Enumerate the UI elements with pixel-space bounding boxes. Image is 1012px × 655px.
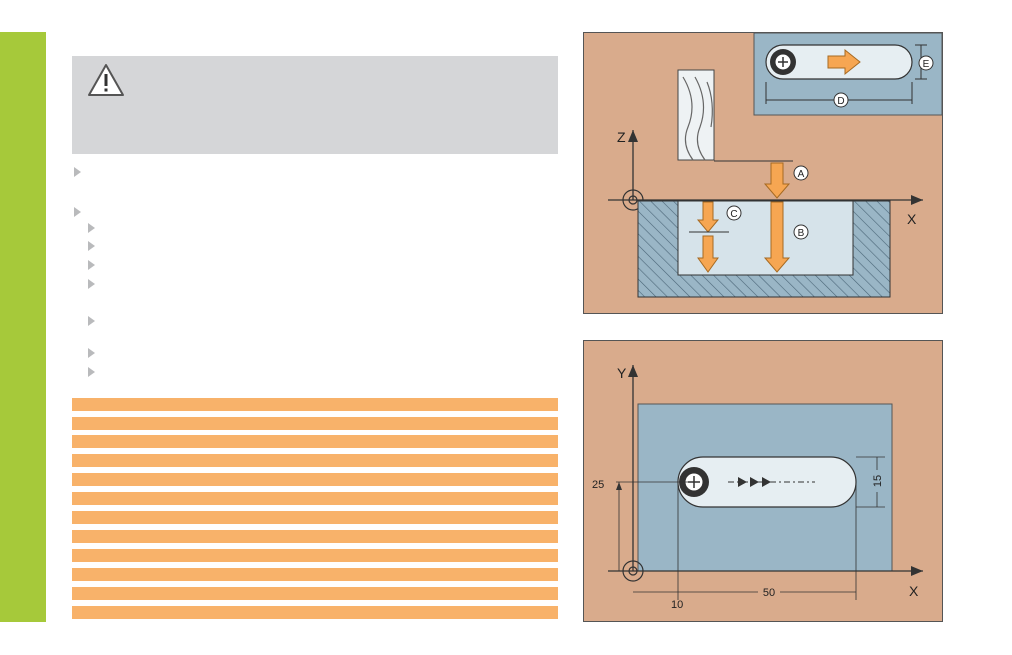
bullet-marker xyxy=(74,207,81,217)
callout-b: B xyxy=(798,228,805,239)
axis-x-label: X xyxy=(909,583,919,599)
table-row xyxy=(72,435,558,448)
table-row xyxy=(72,587,558,600)
warning-box xyxy=(72,56,558,154)
callout-a: A xyxy=(798,169,805,180)
arrow-c1-icon xyxy=(696,201,720,233)
dimension-15: 15 xyxy=(872,475,884,487)
table-row xyxy=(72,606,558,619)
side-view-diagram: E D Z X A B xyxy=(583,32,943,314)
dimension-50: 50 xyxy=(763,587,775,599)
cutter-icon xyxy=(770,49,796,75)
top-view-diagram: Y X 25 10 50 15 xyxy=(583,340,943,622)
table-row xyxy=(72,417,558,430)
table-row xyxy=(72,398,558,411)
sub-bullet-marker xyxy=(88,241,95,251)
sub-bullet-marker xyxy=(88,279,95,289)
dimension-25: 25 xyxy=(592,479,604,491)
axis-y-label: Y xyxy=(617,365,627,381)
table-row xyxy=(72,530,558,543)
axis-z-label: Z xyxy=(617,129,626,145)
warning-triangle-icon xyxy=(88,64,124,96)
figure-side-view: E D Z X A B xyxy=(583,32,943,314)
axis-x-label: X xyxy=(907,211,917,227)
table-row xyxy=(72,568,558,581)
end-mill-icon xyxy=(677,69,715,161)
table-row xyxy=(72,511,558,524)
callout-c: C xyxy=(730,209,737,220)
sub-bullet-marker xyxy=(88,316,95,326)
table-row xyxy=(72,492,558,505)
sub-bullet-marker xyxy=(88,348,95,358)
table-row xyxy=(72,473,558,486)
callout-d: D xyxy=(837,96,844,107)
chapter-sidebar xyxy=(0,32,46,622)
arrow-c2-icon xyxy=(697,235,719,273)
dimension-10: 10 xyxy=(671,599,683,611)
feed-arrow-icon xyxy=(827,48,861,76)
callout-e: E xyxy=(923,59,930,70)
figure-top-view: Y X 25 10 50 15 xyxy=(583,340,943,622)
arrow-b-icon xyxy=(763,201,791,273)
sub-bullet-marker xyxy=(88,260,95,270)
arrow-a-icon xyxy=(763,162,791,199)
sub-bullet-marker xyxy=(88,367,95,377)
table-row xyxy=(72,454,558,467)
sub-bullet-marker xyxy=(88,223,95,233)
bullet-marker xyxy=(74,167,81,177)
table-row xyxy=(72,549,558,562)
